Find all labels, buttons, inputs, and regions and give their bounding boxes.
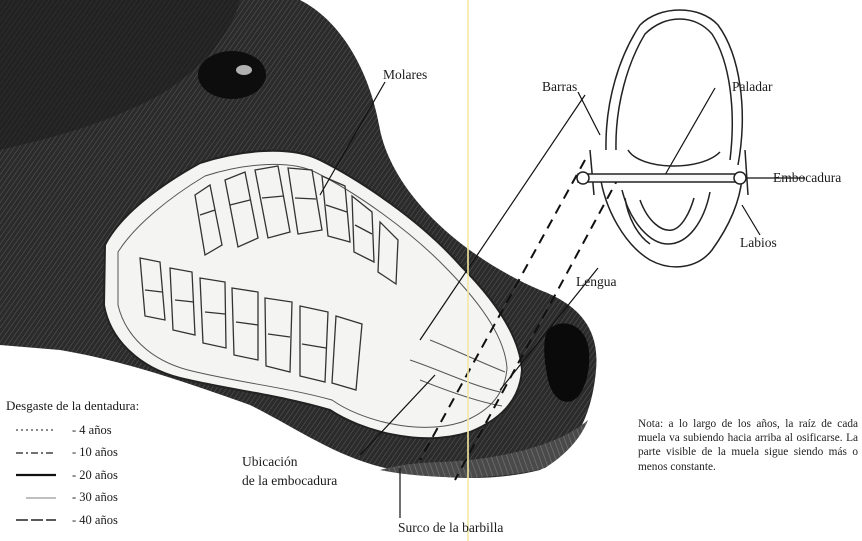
note-text: Nota: a lo largo de los años, la raíz de… bbox=[638, 417, 858, 474]
label-surco: Surco de la barbilla bbox=[398, 521, 503, 535]
legend-item: - 20 años bbox=[6, 464, 156, 487]
faint-line-icon bbox=[16, 493, 70, 503]
dash-dot-line-icon bbox=[16, 448, 70, 458]
legend-title: Desgaste de la dentadura: bbox=[6, 398, 156, 414]
dotted-line-icon bbox=[16, 425, 70, 435]
legend-item-label: - 20 años bbox=[72, 468, 118, 483]
legend-item-label: - 4 años bbox=[72, 423, 112, 438]
label-barras: Barras bbox=[542, 80, 577, 94]
label-molares: Molares bbox=[383, 68, 427, 82]
label-paladar: Paladar bbox=[732, 80, 772, 94]
label-lengua: Lengua bbox=[576, 275, 616, 289]
legend-item-label: - 10 años bbox=[72, 445, 118, 460]
solid-line-icon bbox=[16, 470, 70, 480]
label-ubicacion-2: de la embocadura bbox=[242, 474, 337, 488]
label-embocadura: Embocadura bbox=[773, 171, 841, 185]
legend: Desgaste de la dentadura: - 4 años - 10 … bbox=[6, 398, 156, 532]
legend-item: - 4 años bbox=[6, 419, 156, 442]
legend-item: - 10 años bbox=[6, 442, 156, 465]
legend-item-label: - 30 años bbox=[72, 490, 118, 505]
legend-item: - 40 años bbox=[6, 509, 156, 532]
label-ubicacion-1: Ubicación bbox=[242, 455, 297, 469]
legend-item-label: - 40 años bbox=[72, 513, 118, 528]
eye-icon bbox=[198, 51, 266, 99]
legend-item: - 30 años bbox=[6, 487, 156, 510]
bit-bar bbox=[577, 172, 746, 184]
scan-artifact bbox=[467, 0, 469, 541]
long-dash-line-icon bbox=[16, 515, 70, 525]
label-labios: Labios bbox=[740, 236, 777, 250]
mouth-front-view bbox=[590, 10, 748, 267]
